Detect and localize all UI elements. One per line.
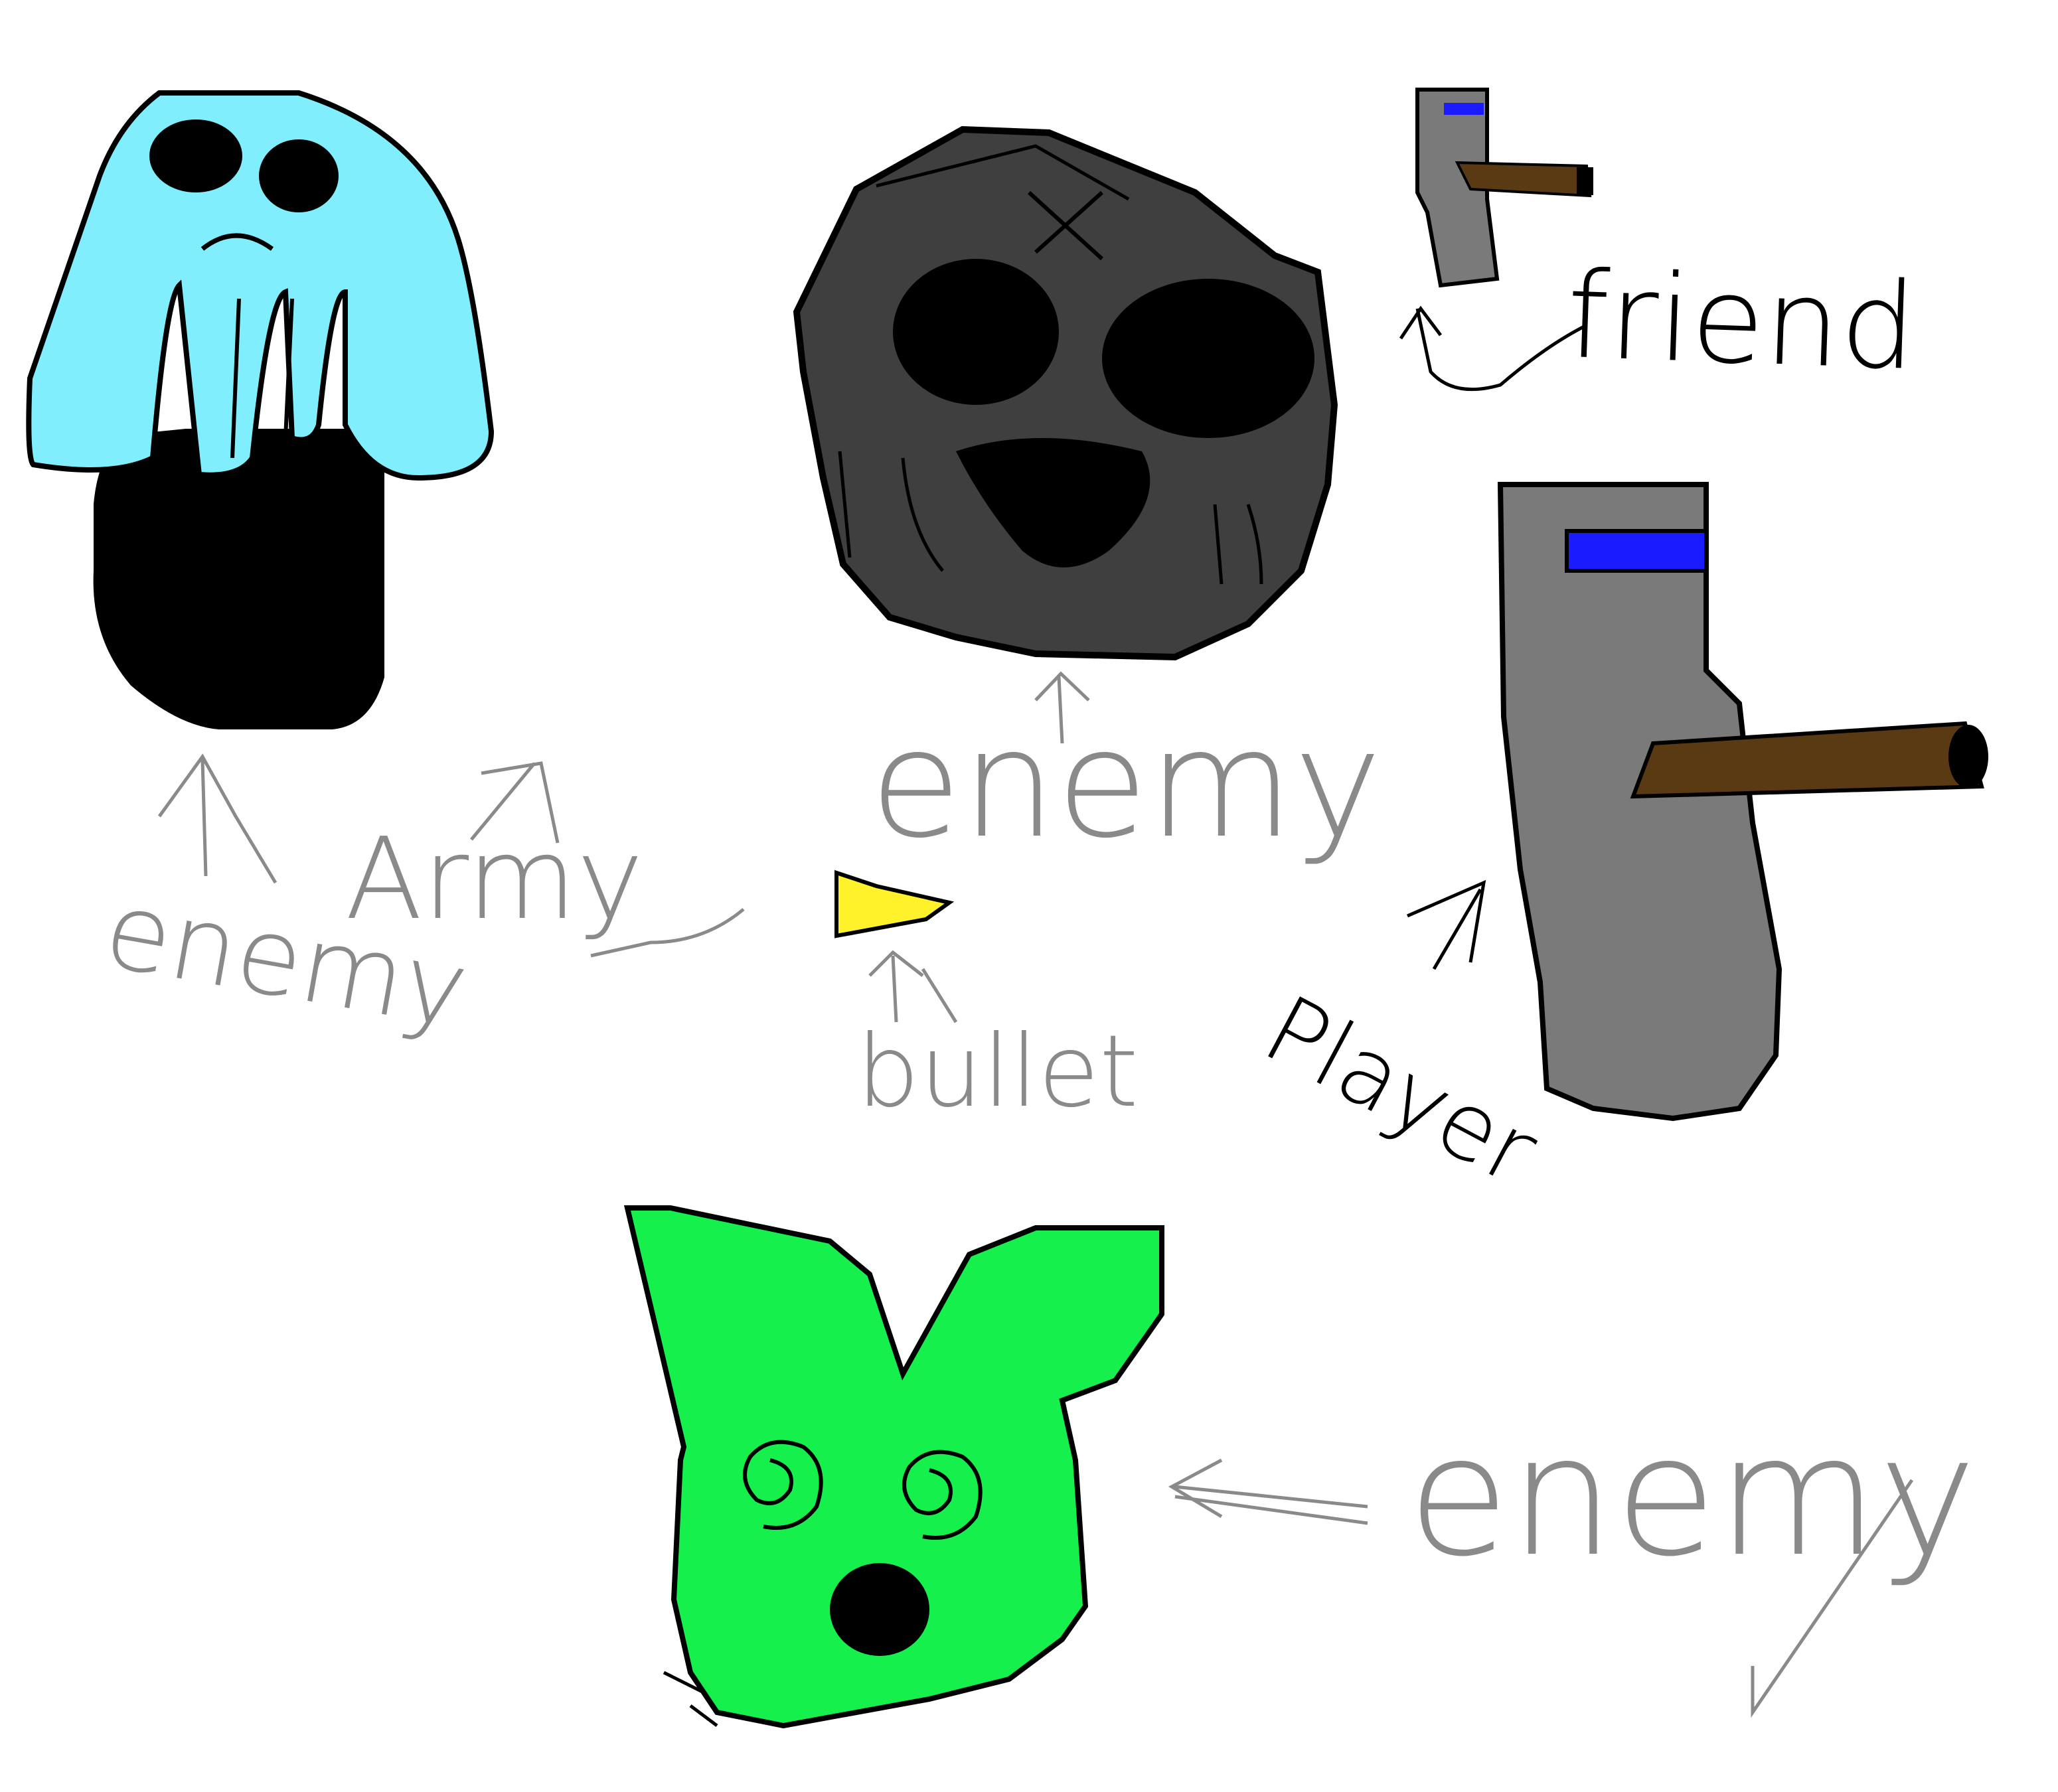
jellyfish-creature-icon	[26, 90, 495, 729]
jellyfish-left-eye	[149, 119, 242, 192]
rock-crack	[1027, 190, 1104, 261]
knight-small-icon	[1399, 88, 1593, 392]
player-arrow	[1407, 879, 1486, 970]
enemy-bunny-tail	[1751, 1479, 1914, 1718]
knight-player-gun-tip	[1948, 725, 1988, 788]
rock-line	[838, 451, 1263, 585]
jellyfish-tentacle-line	[283, 298, 294, 439]
jellyfish-body	[93, 429, 384, 729]
label-arrows	[157, 671, 1914, 1718]
rock-body	[793, 125, 1338, 661]
jellyfish-cap	[26, 90, 495, 481]
army-tail	[590, 908, 745, 958]
bullet-icon	[834, 869, 958, 1023]
bullet-arrow	[868, 950, 958, 1023]
friend-label: friend	[1564, 246, 1919, 398]
bunny-body	[623, 1205, 1164, 1729]
bunny-whisker	[663, 1671, 718, 1727]
friend-arrow	[1399, 305, 1588, 392]
bunny-creature-icon	[623, 1205, 1164, 1729]
bunny-eye-spiral	[743, 1440, 823, 1530]
jellyfish-right-eye	[259, 139, 339, 212]
jellyfish-tentacle-line	[230, 298, 241, 459]
knight-player-visor	[1565, 529, 1708, 573]
enemy-rock-arrow	[1034, 671, 1090, 744]
enemy-jelly-arrow	[157, 753, 277, 884]
rock-right-eye	[1102, 279, 1314, 438]
knight-player-icon	[1407, 482, 1988, 1122]
army-arrow	[470, 761, 560, 844]
knight-small-visor	[1444, 103, 1484, 115]
rock-crack	[876, 144, 1130, 201]
knight-player-gun	[1630, 721, 1984, 799]
bunny-arrow	[1168, 1458, 1368, 1525]
army-label: Army	[345, 814, 644, 945]
jellyfish-mouth	[200, 233, 274, 251]
enemy-rock-label: enemy	[870, 698, 1382, 871]
bullet-label: bullet	[856, 1014, 1139, 1130]
knight-player-body	[1497, 482, 1782, 1122]
knight-small-gun-tip	[1577, 167, 1593, 195]
rock-mouth	[956, 438, 1150, 567]
rock-monster-icon	[793, 125, 1338, 661]
knight-small-gun	[1455, 161, 1592, 198]
knight-small-body	[1415, 88, 1500, 288]
rock-left-eye	[893, 259, 1059, 405]
enemy-bunny-label: enemy	[1407, 1400, 1977, 1593]
bunny-mouth	[830, 1563, 929, 1656]
bunny-eye-spiral	[902, 1450, 983, 1540]
bullet-shape	[834, 869, 955, 938]
